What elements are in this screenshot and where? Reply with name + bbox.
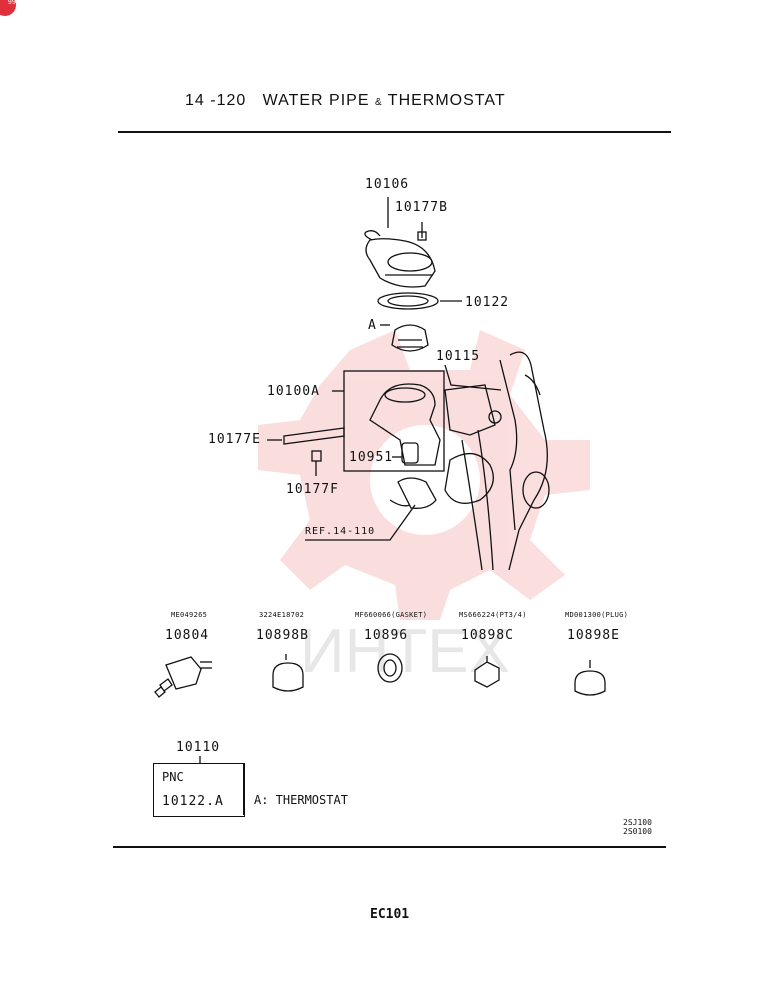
part-code: MF660066(GASKET) — [355, 611, 428, 619]
label-10177e: 10177E — [208, 432, 261, 447]
plug-10898b-icon — [272, 654, 304, 692]
part-code: 3224E18702 — [259, 611, 305, 619]
label-10951: 10951 — [349, 450, 394, 465]
reference-label: REF.14-110 — [305, 526, 376, 537]
gasket-10896-icon — [377, 653, 403, 683]
group-number: 10110 — [176, 740, 221, 755]
page-code: EC101 — [370, 907, 410, 922]
part-code: MD001300(PLUG) — [565, 611, 629, 619]
corner-badge: 99 — [0, 0, 16, 16]
label-10122: 10122 — [465, 295, 510, 310]
part-pnc: 10898B — [256, 628, 309, 643]
page-title: 14 -120 WATER PIPE & THERMOSTAT — [185, 92, 506, 110]
part-pnc: 10898E — [567, 628, 620, 643]
part-pnc: 10804 — [165, 628, 210, 643]
part-code: MS666224(PT3/4) — [459, 611, 527, 619]
label-10177b: 10177B — [395, 200, 448, 215]
title-ampersand: & — [374, 97, 383, 108]
label-10100a: 10100A — [267, 384, 320, 399]
bottom-rule — [113, 846, 666, 848]
hex-plug-10898e-icon — [574, 660, 606, 696]
label-10106: 10106 — [365, 177, 410, 192]
legend-divider — [243, 763, 244, 815]
part-pnc: 10896 — [364, 628, 409, 643]
watermark-gear-icon — [258, 330, 590, 620]
legend-note: A: THERMOSTAT — [254, 793, 348, 807]
top-rule — [118, 131, 671, 133]
title-text-part2: THERMOSTAT — [387, 92, 506, 109]
pnc-legend-box: PNC 10122.A — [153, 763, 245, 817]
model-code: 2S0100 — [623, 827, 652, 836]
model-code: 2SJ100 — [623, 818, 652, 827]
part-pnc: 10898C — [461, 628, 514, 643]
label-10177f: 10177F — [286, 482, 339, 497]
part-code: ME049265 — [171, 611, 208, 619]
label-10115: 10115 — [436, 349, 481, 364]
section-number: 14 -120 — [185, 92, 247, 109]
pnc-value: 10122.A — [162, 794, 224, 809]
sensor-10804-icon — [154, 656, 212, 698]
title-text-part1: WATER PIPE — [262, 92, 370, 109]
square-plug-10898c-icon — [474, 656, 500, 688]
pnc-heading: PNC — [162, 770, 184, 784]
label-a: A — [368, 318, 377, 333]
